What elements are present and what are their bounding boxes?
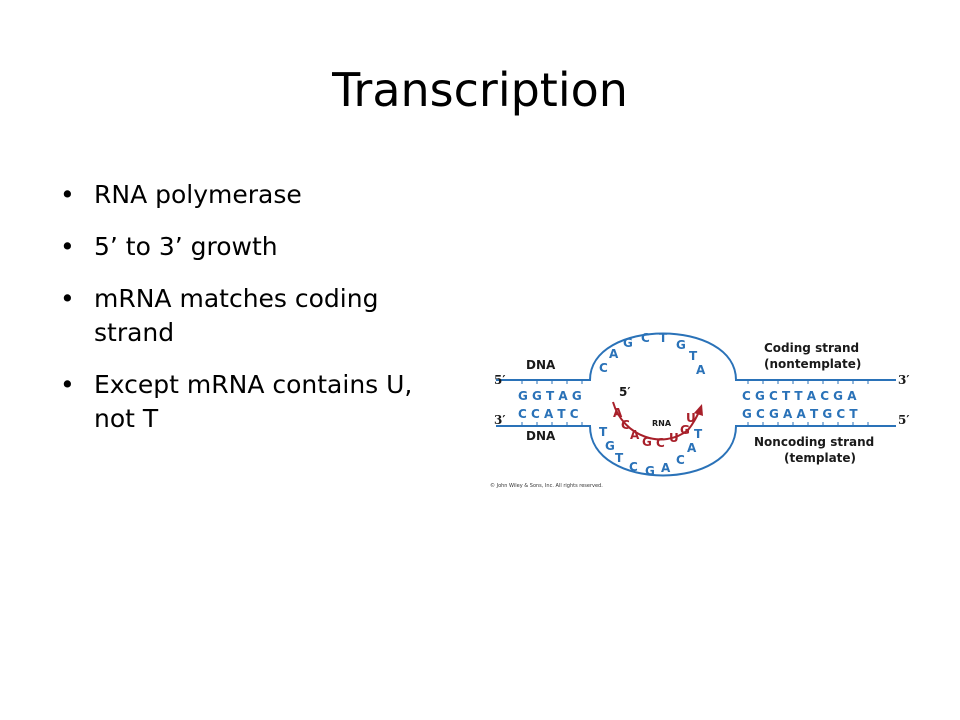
left-bottom-bases: C C A T C	[518, 407, 579, 421]
bubble-top-base: A	[609, 347, 619, 361]
bubble-top-bases: C A G C T G T A	[599, 331, 706, 377]
bullet-list: • RNA polymerase • 5’ to 3’ growth • mRNA m…	[60, 178, 460, 454]
bullet-dot: •	[60, 232, 75, 261]
bullet-text: 5’ to 3’ growth	[94, 232, 278, 261]
rna-base: G	[642, 435, 652, 449]
rna-base: C	[621, 418, 630, 432]
copyright-notice: © John Wiley & Sons, Inc. All rights res…	[490, 482, 603, 489]
bullet-dot: •	[60, 180, 75, 209]
five-prime-top-left: 5′	[494, 373, 506, 387]
bullet-item: • mRNA matches coding strand	[60, 282, 460, 350]
bubble-top-base: C	[599, 361, 608, 375]
rna-strand	[612, 401, 701, 441]
bullet-text: RNA polymerase	[94, 180, 302, 209]
base-pair-ticks	[521, 380, 869, 426]
nontemplate-label: (nontemplate)	[764, 357, 861, 371]
rna-base: A	[613, 406, 623, 420]
bottom-strand-path	[496, 425, 896, 477]
bubble-bottom-base: G	[605, 439, 615, 453]
right-bottom-bases: G C G A A T G C T	[742, 407, 858, 421]
bubble-bottom-base: T	[599, 425, 608, 439]
rna-base: A	[630, 428, 640, 442]
bubble-bottom-base: C	[676, 453, 685, 467]
rna-base: C	[656, 436, 665, 450]
bubble-bottom-base: T	[694, 427, 703, 441]
transcription-diagram: DNA 5′ 3′ DNA G G T A G C C A T C Coding…	[490, 331, 910, 489]
bubble-bottom-base: T	[615, 451, 624, 465]
left-top-bases: G G T A G	[518, 389, 582, 403]
dna-top-label: DNA	[526, 358, 556, 372]
rna-base: U	[686, 411, 696, 425]
rna-base: G	[680, 423, 690, 437]
dna-backbone	[496, 332, 896, 477]
bullet-text: mRNA matches coding strand	[94, 284, 379, 347]
noncoding-strand-label: Noncoding strand	[754, 435, 874, 449]
rna-five-prime: 5′	[619, 385, 631, 399]
slide-title: Transcription	[332, 63, 628, 117]
bubble-top-base: G	[676, 338, 686, 352]
bubble-top-base: G	[623, 336, 633, 350]
three-prime-top-right: 3′	[898, 373, 910, 387]
bubble-bottom-base: C	[629, 460, 638, 474]
bubble-top-base: A	[696, 363, 706, 377]
bullet-item: • RNA polymerase	[60, 178, 460, 212]
bullet-dot: •	[60, 370, 75, 399]
bullet-dot: •	[60, 284, 75, 313]
coding-strand-label: Coding strand	[764, 341, 859, 355]
bubble-bottom-bases: T G T C G A C A T	[599, 425, 703, 478]
dna-bottom-label: DNA	[526, 429, 556, 443]
bullet-text: Except mRNA contains U, not T	[94, 370, 413, 433]
three-prime-bottom-left: 3′	[494, 413, 506, 427]
bubble-top-base: C	[641, 331, 650, 345]
bullet-item: • Except mRNA contains U, not T	[60, 368, 460, 436]
right-top-bases: C G C T T A C G A	[742, 389, 857, 403]
rna-bases: A C A G C U G U	[613, 406, 696, 450]
rna-label: RNA	[652, 419, 672, 428]
bubble-bottom-base: G	[645, 464, 655, 478]
bubble-bottom-base: A	[661, 461, 671, 475]
rna-base: U	[669, 431, 679, 445]
five-prime-bottom-right: 5′	[898, 413, 910, 427]
bubble-top-base: T	[659, 331, 668, 345]
rna-arrowhead	[694, 404, 703, 416]
bubble-bottom-base: A	[687, 441, 697, 455]
top-strand-path	[496, 332, 896, 381]
template-label: (template)	[784, 451, 856, 465]
bubble-top-base: T	[689, 349, 698, 363]
bullet-item: • 5’ to 3’ growth	[60, 230, 460, 264]
